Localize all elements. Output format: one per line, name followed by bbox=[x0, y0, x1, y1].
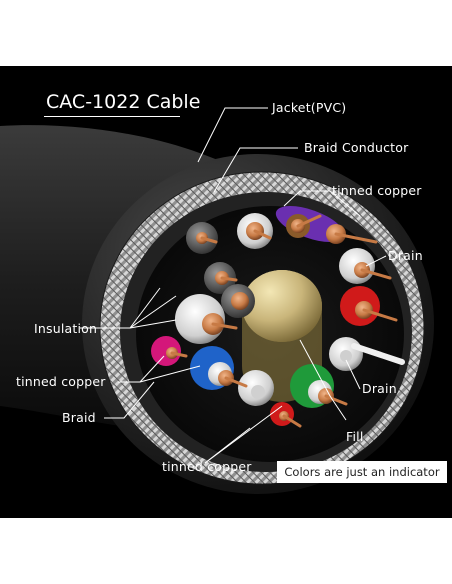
product-title: CAC-1022 Cable bbox=[46, 91, 201, 113]
title-underline bbox=[44, 116, 180, 117]
label-insulation: Insulation bbox=[34, 321, 98, 336]
label-tinned-copper-bottom: tinned copper bbox=[162, 459, 252, 474]
grey-conductor-left-2 bbox=[221, 284, 255, 318]
label-tinned-copper-left: tinned copper bbox=[16, 374, 106, 389]
white-conductor-bottom bbox=[238, 370, 274, 406]
leader-lines bbox=[80, 107, 387, 464]
label-jacket: Jacket(PVC) bbox=[272, 100, 347, 115]
label-braid-conductor: Braid Conductor bbox=[304, 140, 409, 155]
red-pair bbox=[340, 286, 380, 326]
green-pair bbox=[290, 364, 334, 408]
white-conductor-right-top bbox=[339, 248, 375, 284]
small-red-conductor bbox=[270, 402, 294, 426]
label-fill: Fill bbox=[346, 429, 364, 444]
color-disclaimer-note: Colors are just an indicator bbox=[277, 461, 447, 483]
label-drain-top: Drain bbox=[388, 248, 423, 263]
white-conductor-right-bottom bbox=[329, 337, 363, 371]
product-image: CAC-1022 Cable Jacket(PVC) Braid Conduct… bbox=[0, 66, 452, 518]
label-braid: Braid bbox=[62, 410, 96, 425]
cable-cross-section-illustration bbox=[0, 107, 434, 494]
label-tinned-copper-top: tinned copper bbox=[332, 183, 422, 198]
blue-pair bbox=[190, 346, 234, 390]
copper-strands bbox=[170, 214, 398, 428]
label-drain-bottom: Drain bbox=[362, 381, 397, 396]
white-conductor-left-mid bbox=[175, 294, 225, 344]
pink-pair bbox=[151, 336, 181, 366]
